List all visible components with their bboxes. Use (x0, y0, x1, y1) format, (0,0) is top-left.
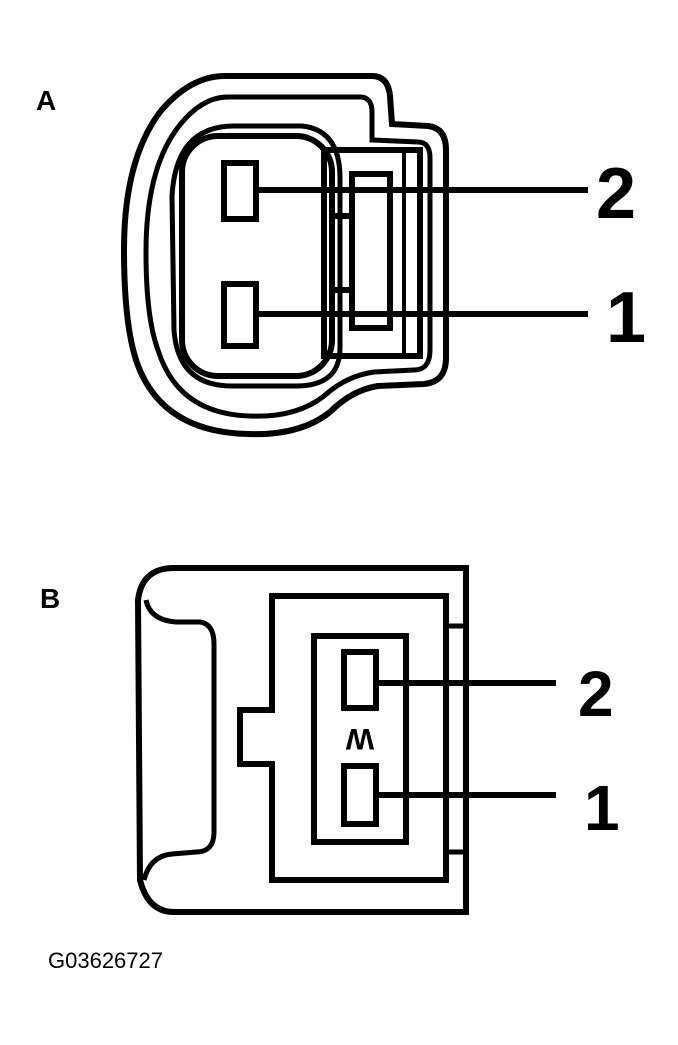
view-b-side-rail (446, 623, 466, 855)
view-a-terminal-1 (221, 281, 259, 349)
view-a-label: A (36, 85, 56, 116)
view-b-label: B (40, 583, 60, 614)
view-a-pin-label-2: 2 (596, 154, 636, 234)
view-a-inner-shell (169, 123, 343, 389)
view-b-outer-body (134, 565, 469, 915)
view-b-inner-frame (237, 593, 449, 883)
figure-id: G03626727 (48, 948, 163, 973)
view-a-latch (321, 147, 423, 359)
view-a-pin-housing (179, 133, 335, 379)
view-a-outer-shell (120, 73, 449, 438)
view-a-middle-shell (143, 94, 433, 419)
view-a-pin-label-1: 1 (606, 278, 646, 358)
view-b-pin-label-2: 2 (578, 658, 614, 730)
view-b-grip (141, 599, 217, 881)
connector-view-b: B W 2 1 (40, 565, 620, 915)
view-b-terminal-2 (341, 649, 379, 711)
view-a-terminal-2 (221, 160, 259, 222)
view-b-pin-label-1: 1 (584, 772, 620, 844)
view-b-pin-carrier (311, 633, 409, 845)
connector-view-a: A 2 1 (36, 73, 646, 438)
view-b-terminal-1 (341, 763, 379, 827)
view-b-cavity-marker: W (345, 722, 374, 755)
